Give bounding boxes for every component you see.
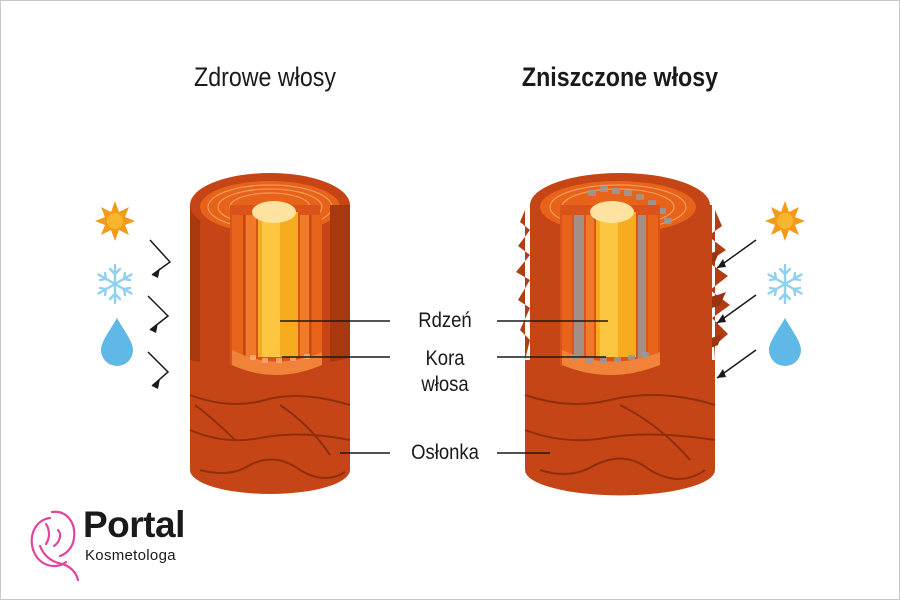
healthy-cortex-fibers: [232, 215, 322, 365]
cortex-label-line2: włosa: [421, 373, 469, 396]
water-drop-icon: [101, 318, 133, 366]
damaged-medulla: [590, 201, 636, 357]
arrow-left-2: [147, 295, 170, 331]
snowflake-icon: [97, 263, 133, 305]
healthy-medulla: [252, 201, 298, 357]
cortex-label-line1: Kora: [425, 347, 465, 370]
arrow-left-1: [149, 239, 172, 276]
water-drop-icon: [769, 318, 801, 366]
leader-lines: [280, 320, 608, 454]
cuticle-label: Osłonka: [411, 441, 479, 464]
portal-logo-mark: [30, 510, 80, 582]
sun-icon: [765, 201, 805, 241]
sun-icon: [95, 201, 135, 241]
snowflake-icon: [767, 263, 803, 305]
damaged-cortex-fibers: [562, 215, 658, 365]
logo-title: Portal: [83, 504, 185, 545]
logo-subtitle: Kosmetologa: [85, 547, 176, 564]
medulla-label: Rdzeń: [418, 309, 472, 332]
damaged-hair-title: Zniszczone włosy: [521, 62, 719, 92]
healthy-hair-illustration: [189, 173, 351, 494]
healthy-hair-title: Zdrowe włosy: [194, 62, 336, 92]
damaged-hair-illustration: [516, 173, 730, 496]
